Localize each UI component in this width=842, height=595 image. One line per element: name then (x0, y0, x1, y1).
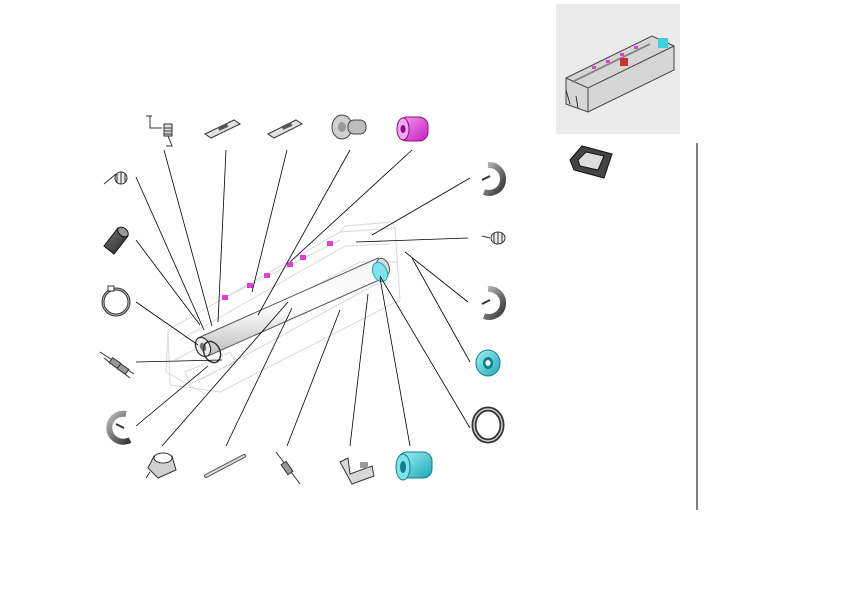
thermistor-icon (99, 351, 135, 379)
spring-with-bracket-icon (146, 115, 173, 147)
screw-icon (331, 114, 367, 140)
bracket-icon (339, 457, 375, 485)
e-ring-icon (106, 410, 132, 445)
gear-icon (396, 116, 429, 142)
thermistor-icon (275, 451, 301, 485)
bearing-icon (475, 349, 501, 377)
washer-icon (471, 406, 505, 444)
spring-icon (103, 171, 128, 185)
thermostat-icon (145, 452, 177, 479)
roller-sleeve-icon (103, 226, 129, 255)
clip-plate-icon (203, 119, 242, 139)
e-ring-icon (481, 161, 507, 196)
clip-plate-icon (267, 119, 303, 139)
heater-lamp-icon (204, 454, 246, 478)
spring-icon (481, 231, 506, 245)
snap-ring-icon (101, 285, 131, 317)
handle-bracket-icon (569, 145, 613, 179)
e-ring-icon (481, 285, 507, 320)
leader-lines (135, 149, 471, 447)
bushing-icon (395, 451, 433, 481)
fuser-assembly-thumbnail (556, 4, 680, 134)
fuser-roller (194, 257, 391, 364)
housing-clips (222, 241, 333, 300)
